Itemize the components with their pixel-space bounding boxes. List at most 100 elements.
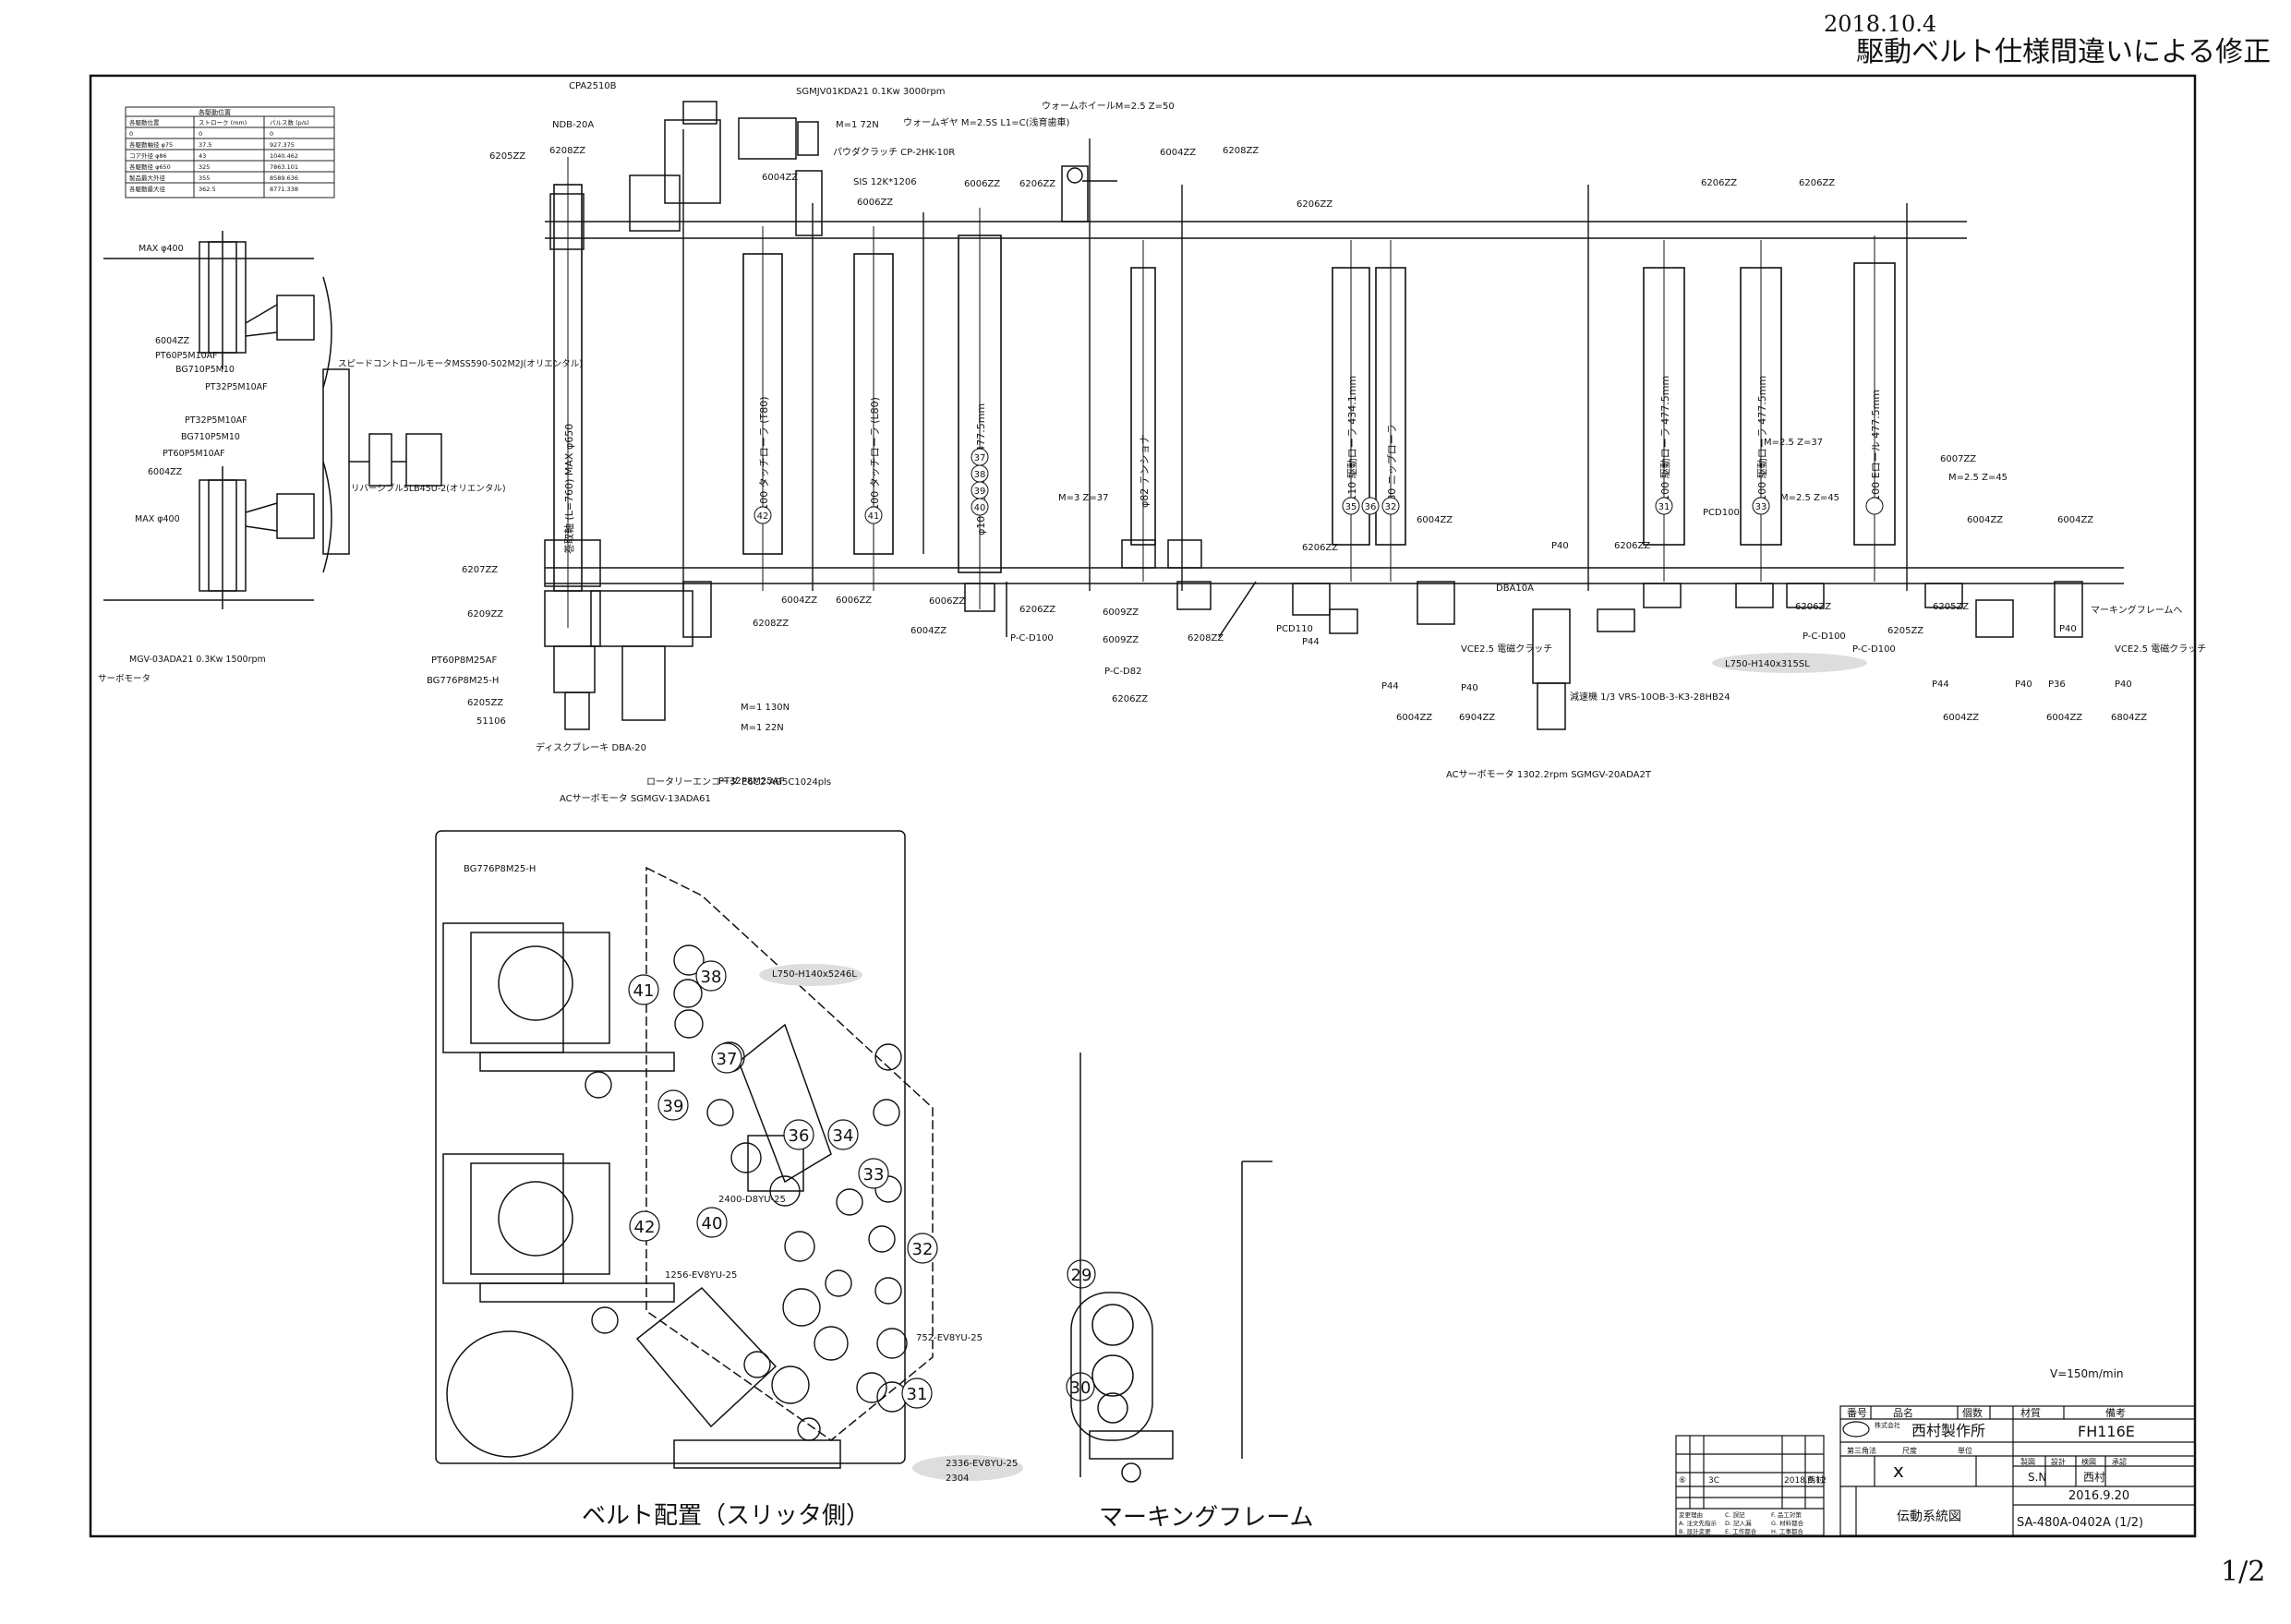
lower-part-label: 6006ZZ (929, 596, 965, 607)
belt-roller-number: 38 (701, 968, 722, 987)
roller-number: 36 (1365, 502, 1377, 512)
stroke-table-cell: 43 (199, 152, 206, 160)
lower-part-label: 6205ZZ (1887, 626, 1923, 636)
top-part-label: ウォームギヤ M=2.5S L1=C(浅育歯車) (903, 116, 1070, 128)
belt-pulley (674, 1009, 704, 1039)
belt-highlight (912, 1455, 1023, 1481)
belt-pulley (730, 1142, 762, 1173)
lower-part-label: P40 (1551, 541, 1569, 551)
top-part-label: 6006ZZ (857, 198, 893, 208)
stroke-table-cell: 各駆動最大径 (129, 185, 166, 193)
lower-part-label: P40 (2115, 680, 2132, 690)
top-part-label: SIS 12K*1206 (853, 177, 917, 187)
revision-legend-item: B. 設計変更 (1679, 1527, 1711, 1535)
revision-row-cell: 西村 (1807, 1474, 1824, 1486)
lower-part-label: M=2.5 Z=37 (1764, 438, 1823, 448)
roller-label: φ80 ニップローラ (1386, 424, 1398, 508)
top-part-label: 6004ZZ (1160, 148, 1196, 158)
belt-layout-view (435, 830, 934, 1469)
revision-note-text: 駆動ベルト仕様間違いによる修正 (1856, 36, 2271, 68)
top-part-label: M=1 72N (836, 120, 879, 130)
lower-part-label: 6009ZZ (1103, 635, 1139, 645)
stroke-table-cell: 0 (270, 130, 273, 138)
belt-pulley (743, 1351, 771, 1378)
lower-part-label: 6007ZZ (1940, 454, 1976, 464)
title-block-header: 個数 (1962, 1407, 1983, 1419)
top-part-label: 6206ZZ (1296, 199, 1332, 210)
lower-part-label: ロータリーエンコーダ E6C2-AG5C1024pls (646, 776, 831, 788)
roller-number: 32 (1385, 502, 1397, 512)
lower-part-label: P40 (2059, 624, 2077, 634)
top-part-label: 6206ZZ (1799, 178, 1835, 188)
roller-label: φ100 駆動ローラ 477.5mm (1755, 376, 1768, 508)
drafter-name: S.N (2028, 1471, 2046, 1484)
revision-legend-item: G. 材料都合 (1771, 1519, 1804, 1527)
lower-part-label: 6206ZZ (1112, 694, 1148, 704)
title-block-header: 番号 (1847, 1407, 1867, 1419)
belt-roller-number-marker (907, 1233, 938, 1264)
drawing-name: 伝動系統図 (1897, 1510, 1961, 1524)
stroke-table-cell: 製品最大外径 (129, 174, 166, 182)
lower-part-label: 6209ZZ (467, 609, 503, 620)
left-part-label: PT32P5M10AF (185, 415, 247, 426)
revision-legend-item: A. 注文先指示 (1679, 1519, 1717, 1527)
lower-part-label: M=2.5 Z=45 (1948, 473, 2008, 483)
belt-pulley (873, 1099, 900, 1126)
top-part-label: 6006ZZ (964, 179, 1000, 189)
marking-roller-number: 29 (1071, 1266, 1092, 1285)
lower-part-label: ディスクブレーキ DBA-20 (536, 741, 646, 753)
stroke-table-title: 各駆動位置 (199, 108, 231, 116)
belt-label: 2304 (946, 1474, 969, 1484)
lower-part-label: P40 (1461, 683, 1478, 693)
belt-roller-number-marker (783, 1119, 814, 1150)
title-block-role: 製図 (2020, 1457, 2035, 1466)
roller-number: 41 (868, 511, 880, 522)
title-block-row-label: 単位 (1958, 1446, 1972, 1455)
belt-label: 752-EV8YU-25 (916, 1333, 983, 1343)
title-block-header: 品名 (1893, 1406, 1913, 1419)
belt-roller-number: 36 (789, 1126, 810, 1146)
lower-part-label: 6206ZZ (1302, 543, 1338, 553)
top-part-label: ウォームホイールM=2.5 Z=50 (1042, 101, 1175, 112)
top-part-label: パウダクラッチ CP-2HK-10R (833, 146, 955, 158)
revision-row-cell: ⑥ (1679, 1476, 1686, 1486)
lower-part-label: 6004ZZ (1943, 713, 1979, 723)
belt-pulley (673, 979, 703, 1008)
lower-part-label: M=1 22N (741, 723, 784, 733)
top-part-label: 6206ZZ (1701, 178, 1737, 188)
revision-legend-item: E. 工作都合 (1725, 1527, 1757, 1535)
left-part-label: サーボモータ (98, 674, 151, 684)
approver-name: 西村 (2083, 1471, 2105, 1484)
title-block-row-label: 尺度 (1902, 1446, 1917, 1455)
lower-part-label: 6904ZZ (1459, 713, 1495, 723)
lower-part-label: VCE2.5 電磁クラッチ (1461, 643, 1552, 655)
lower-part-label: P36 (2048, 680, 2066, 690)
lower-part-label: 6004ZZ (2057, 515, 2093, 525)
stroke-table-cell: 0 (129, 130, 133, 138)
stroke-table-cell: 325 (199, 163, 210, 171)
lower-part-label: P-C-D100 (1803, 632, 1846, 642)
roller-label: φ100 駆動ローラ 477.5mm (1658, 376, 1671, 508)
roller: φ100 タッチローラ (T80)42 (742, 226, 783, 591)
stroke-table-cell: 927.375 (270, 141, 295, 149)
belt-pulley (874, 1277, 902, 1305)
title-block (1675, 1405, 2196, 1536)
belt-label: BG776P8M25-H (464, 864, 536, 874)
lower-part-label: ACサーボモータ 1302.2rpm SGMGV-20ADA2T (1446, 769, 1652, 780)
stroke-table-cell: 355 (199, 174, 210, 182)
belt-roller-number-marker (629, 1210, 660, 1242)
left-part-label: BG710P5M10 (175, 365, 235, 375)
revision-legend-item: 変更理由 (1679, 1510, 1703, 1519)
lower-part-label: P-C-D82 (1104, 667, 1141, 677)
left-part-label: MAX φ400 (135, 514, 180, 524)
stroke-table-cell: 各駆動径 φ650 (129, 162, 171, 171)
roller-label: φ100 タッチローラ (T80) (758, 396, 770, 517)
belt-roller-number-marker (901, 1377, 933, 1409)
stroke-table-cell: 37.5 (199, 141, 211, 149)
left-part-label: リバーシブル5LB45U-2(オリエンタル) (351, 483, 506, 494)
lower-part-label: 6206ZZ (1019, 605, 1055, 615)
lower-part-label: マーキングフレームへ (2091, 604, 2182, 616)
stroke-table-cell: 8771.338 (270, 186, 298, 193)
